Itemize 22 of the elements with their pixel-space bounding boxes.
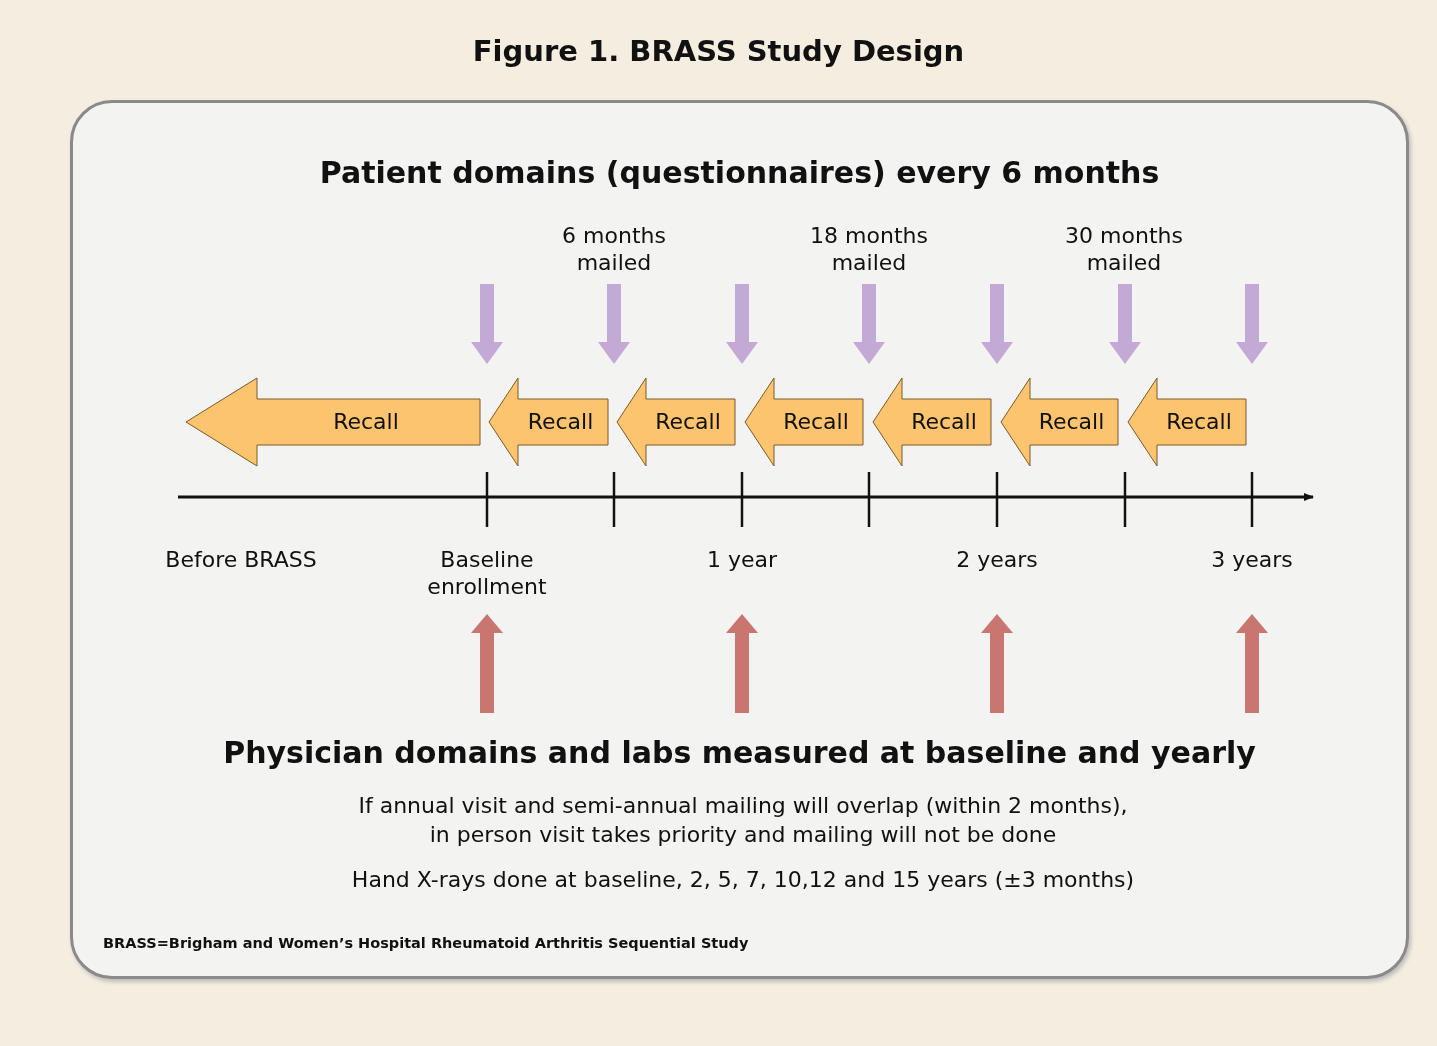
- note-text: If annual visit and semi-annual mailing will overlap (within 2 months), in person visit takes priority and mailing will not be done: [357, 792, 1129, 849]
- arrow-label: Recall: [526, 409, 595, 434]
- tick-label: 3 years: [1210, 546, 1294, 573]
- arrow-label: Recall: [332, 409, 400, 434]
- time-label: 30 months mailed: [1064, 222, 1184, 276]
- arrow-label: Recall: [910, 409, 978, 434]
- figure-title: Figure 1. BRASS Study Design: [471, 34, 966, 68]
- section-heading: Patient domains (questionnaires) every 6 months: [318, 155, 1161, 190]
- note-text: Hand X-rays done at baseline, 2, 5, 7, 10,12 and 15 years (±3 months): [350, 867, 1136, 892]
- tick-label: Baseline enrollment: [426, 546, 548, 600]
- arrow-label: Recall: [654, 409, 722, 434]
- section-heading: Physician domains and labs measured at baseline and yearly: [222, 735, 1257, 770]
- arrow-label: Recall: [1037, 409, 1106, 434]
- time-label: 18 months mailed: [809, 222, 929, 276]
- footnote: BRASS=Brigham and Women’s Hospital Rheumatoid Arthritis Sequential Study: [103, 935, 750, 951]
- arrow-label: Recall: [1165, 409, 1233, 434]
- tick-label: 2 years: [955, 546, 1039, 573]
- tick-label: Before BRASS: [164, 546, 318, 573]
- tick-label: 1 year: [705, 546, 779, 573]
- time-label: 6 months mailed: [561, 222, 667, 276]
- panel-background: [70, 100, 1409, 979]
- arrow-label: Recall: [782, 409, 850, 434]
